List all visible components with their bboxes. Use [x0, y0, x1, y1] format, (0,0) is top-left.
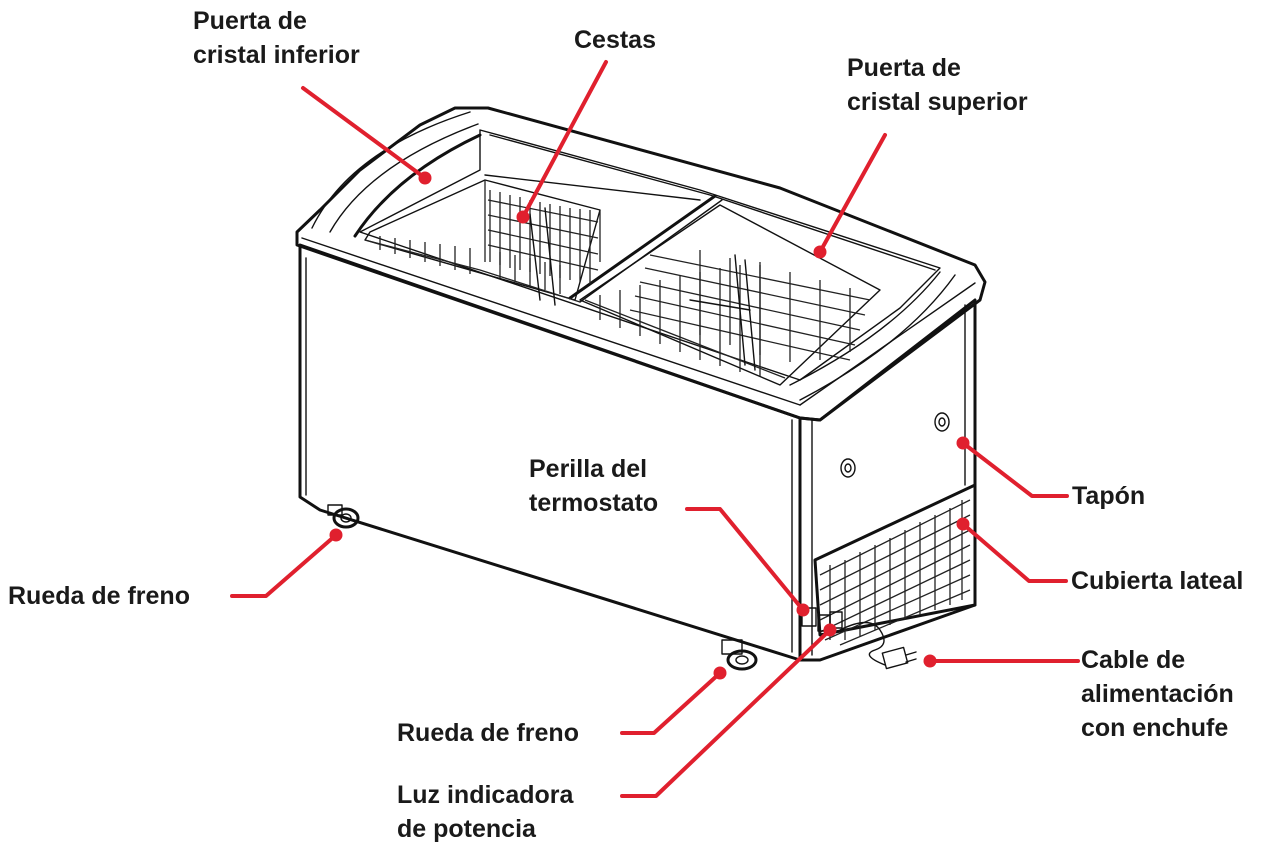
cabinet-front [298, 243, 802, 662]
leader-upper-glass-door [813, 133, 887, 259]
label-brake-wheel-front: Rueda de freno [397, 719, 579, 747]
label-brake-wheel-left: Rueda de freno [8, 582, 190, 610]
right-basket [579, 204, 881, 386]
label-thermostat-knob: Perilla del termostato [529, 455, 658, 517]
drain-plug-lower-icon [840, 458, 856, 478]
leader-side-cover [956, 517, 1068, 583]
side-vent-grille [813, 483, 977, 646]
leader-lower-glass-door [301, 86, 432, 185]
label-power-light: Luz indicadora de potencia [397, 781, 580, 843]
wheel-front-icon [721, 639, 758, 671]
left-curved-glass [311, 111, 471, 229]
label-lower-glass-door: Puerta de cristal inferior [193, 7, 360, 69]
freezer-illustration [295, 106, 987, 671]
right-curved-glass [799, 274, 956, 401]
wheel-left-icon [327, 504, 360, 529]
label-side-cover: Cubierta lateal [1071, 567, 1243, 595]
leader-brake-wheel-front [620, 666, 727, 735]
label-baskets: Cestas [574, 26, 656, 54]
glass-opening [359, 129, 941, 381]
leader-brake-wheel-left [230, 528, 343, 598]
leader-baskets [516, 60, 608, 224]
power-plug-icon [881, 646, 917, 670]
label-upper-glass-door: Puerta de cristal superior [847, 54, 1028, 116]
leader-thermostat [685, 507, 810, 617]
leader-power-cord [923, 654, 1080, 668]
label-plug: Tapón [1072, 482, 1145, 510]
drain-plug-upper-icon [934, 412, 950, 432]
leader-power-light [620, 623, 837, 798]
left-basket [364, 179, 601, 306]
lid-rim [295, 106, 987, 422]
leader-plug [956, 436, 1069, 498]
center-divider [568, 194, 717, 300]
callout-labels: Puerta de cristal inferior Cestas Puerta… [8, 7, 1243, 843]
power-cord [839, 621, 886, 666]
label-power-cord: Cable de alimentación con enchufe [1081, 646, 1241, 742]
leader-lines [230, 60, 1080, 798]
